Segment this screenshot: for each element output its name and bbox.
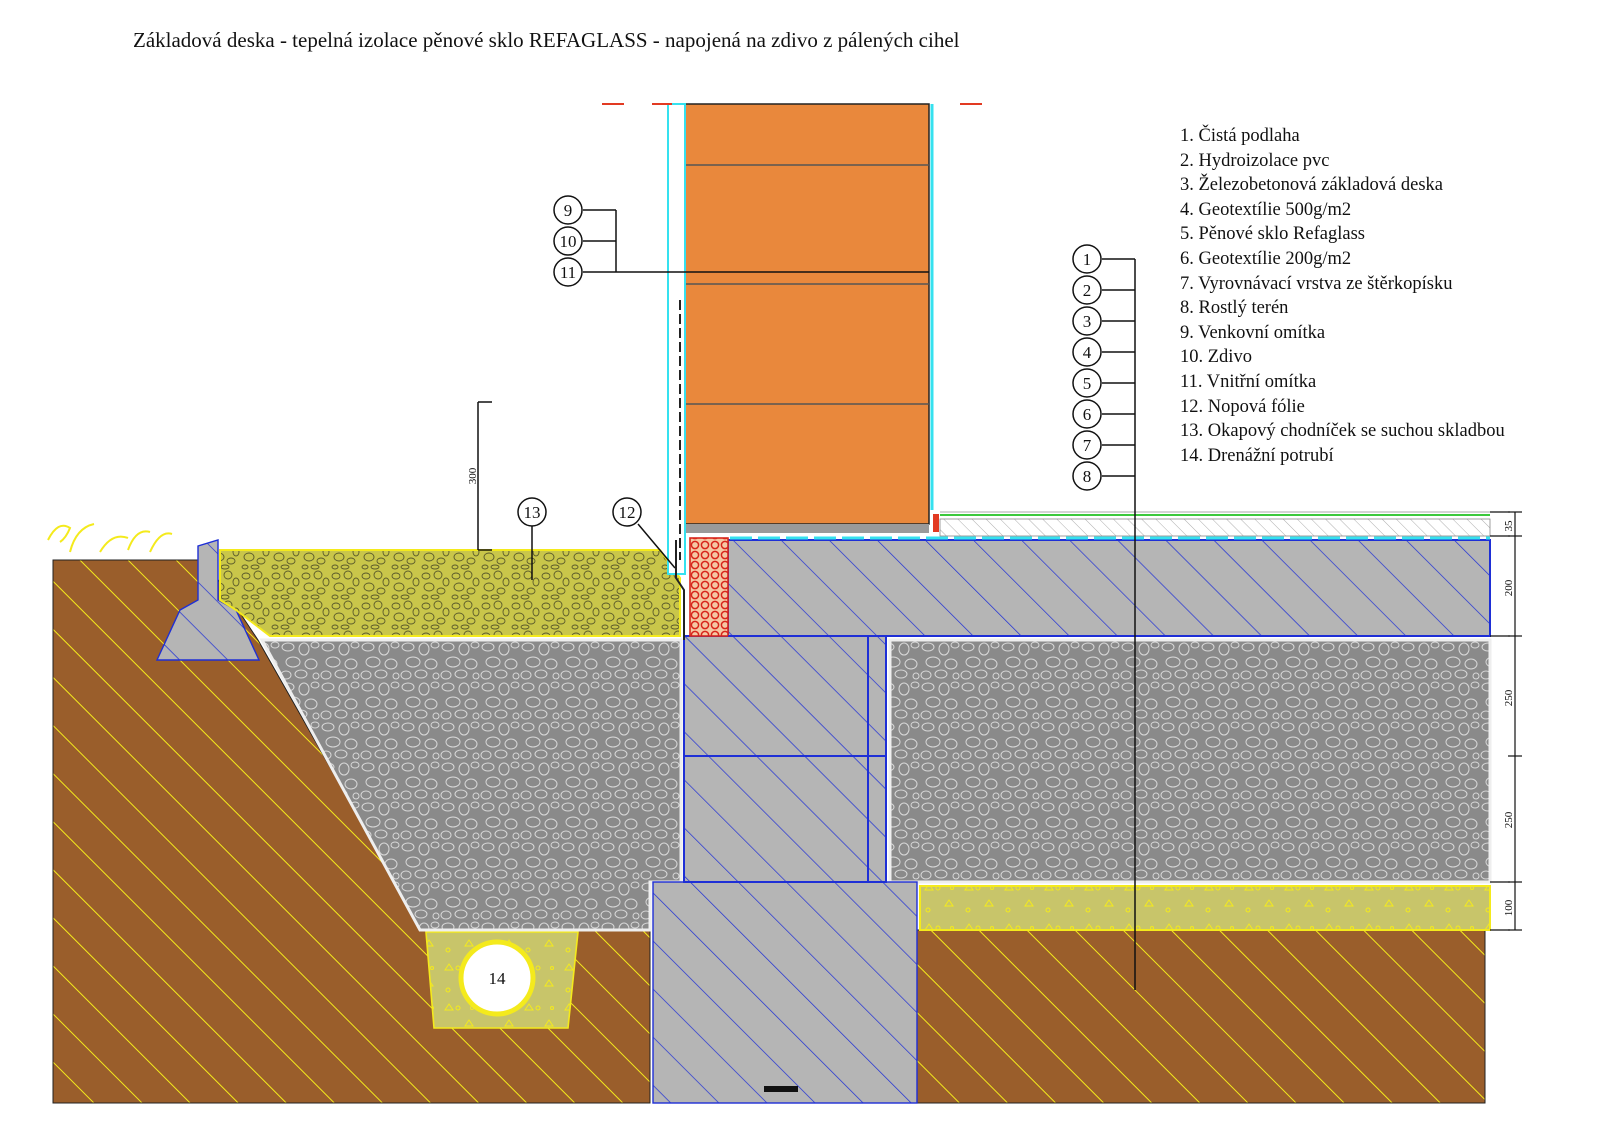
callout-13: [517, 497, 547, 527]
legend-item-9: 9. Venkovní omítka: [1180, 322, 1326, 343]
legend-item-7: 7. Vyrovnávací vrstva ze štěrkopísku: [1180, 273, 1453, 294]
callout-12-leader: [637, 523, 676, 569]
dimension-300: [477, 401, 492, 551]
brick-joints: [685, 164, 929, 405]
callout-6-label: 6: [1083, 405, 1092, 424]
dimension-250a-label: 250: [1503, 689, 1515, 706]
legend-item-8: 8. Rostlý terén: [1180, 298, 1289, 319]
eaves-walkway: [219, 549, 681, 637]
legend-item-2: 2. Hydroizolace pvc: [1180, 150, 1330, 171]
callout-8-label: 8: [1083, 467, 1092, 486]
callout-11: [553, 257, 583, 287]
drawing-title: Základová deska - tepelná izolace pěnové…: [133, 28, 960, 52]
callout-1: [1072, 244, 1102, 274]
callout-10-label: 10: [560, 232, 577, 251]
legend-item-13: 13. Okapový chodníček se suchou skladbou: [1180, 421, 1505, 442]
axis-marker: [764, 1086, 798, 1092]
skirting-red: [933, 514, 939, 532]
legend-item-10: 10. Zdivo: [1180, 347, 1252, 368]
legend-item-1: 1. Čistá podlaha: [1180, 126, 1300, 146]
drain-pipe: [458, 939, 536, 1017]
callout-5-label: 5: [1083, 374, 1092, 393]
brick-wall: [684, 103, 930, 525]
dimension-chain-right: [1490, 511, 1522, 931]
external-plaster: [667, 103, 686, 575]
legend-item-11: 11. Vnitřní omítka: [1180, 371, 1317, 392]
callout-11-label: 11: [560, 263, 576, 282]
callout-group-1-8: [1102, 258, 1136, 990]
legend-item-14: 14. Drenážní potrubí: [1180, 445, 1334, 466]
legend-item-3: 3. Železobetonová základová deska: [1180, 175, 1443, 196]
callout-7-label: 7: [1083, 436, 1092, 455]
callout-12-label: 12: [619, 503, 636, 522]
concrete-slab: [727, 539, 1491, 637]
callout-8: [1072, 461, 1102, 491]
callout-10: [553, 226, 583, 256]
callout-9-label: 9: [564, 201, 573, 220]
floor-screed: [939, 518, 1491, 537]
foam-glass-layer: [888, 638, 1492, 884]
dimension-300-label: 300: [467, 467, 479, 484]
plinth-insulation: [689, 537, 729, 637]
callout-2-label: 2: [1083, 281, 1092, 300]
callout-12: [612, 497, 642, 527]
dimension-100-label: 100: [1503, 899, 1515, 916]
callout-9: [553, 195, 583, 225]
callout-3-label: 3: [1083, 312, 1092, 331]
legend-item-12: 12. Nopová fólie: [1180, 396, 1305, 417]
callout-1-label: 1: [1083, 250, 1092, 269]
legend-item-6: 6. Geotextílie 200g/m2: [1180, 248, 1352, 269]
dimple-membrane: [675, 540, 685, 640]
callout-4: [1072, 337, 1102, 367]
wall-base-mortar: [685, 524, 929, 533]
dimension-250b-label: 250: [1503, 811, 1515, 828]
levelling-layer: [919, 885, 1491, 931]
grass-tufts: [47, 523, 173, 553]
foundation-wall-core: [867, 635, 887, 883]
foundation-strip: [652, 881, 918, 1104]
callout-5: [1072, 368, 1102, 398]
dimension-35-label: 35: [1503, 520, 1515, 532]
callout-14-label: 14: [489, 969, 507, 988]
foundation-wall: [683, 635, 887, 883]
callout-group-9-11: [583, 209, 929, 273]
legend-item-5: 5. Pěnové sklo Refaglass: [1180, 224, 1365, 245]
dimension-200-label: 200: [1503, 579, 1515, 596]
callout-4-label: 4: [1083, 343, 1092, 362]
legend-item-4: 4. Geotextílie 500g/m2: [1180, 199, 1352, 220]
gravel-backfill-left: [259, 638, 683, 932]
kerb-concrete: [155, 539, 261, 661]
callout-3: [1072, 306, 1102, 336]
callout-6: [1072, 399, 1102, 429]
legend-list: 1. Čistá podlaha 2. Hydroizolace pvc 3. …: [1180, 124, 1505, 468]
natural-terrain-right: [914, 929, 1486, 1104]
callout-7: [1072, 430, 1102, 460]
callout-2: [1072, 275, 1102, 305]
callout-13-label: 13: [524, 503, 541, 522]
